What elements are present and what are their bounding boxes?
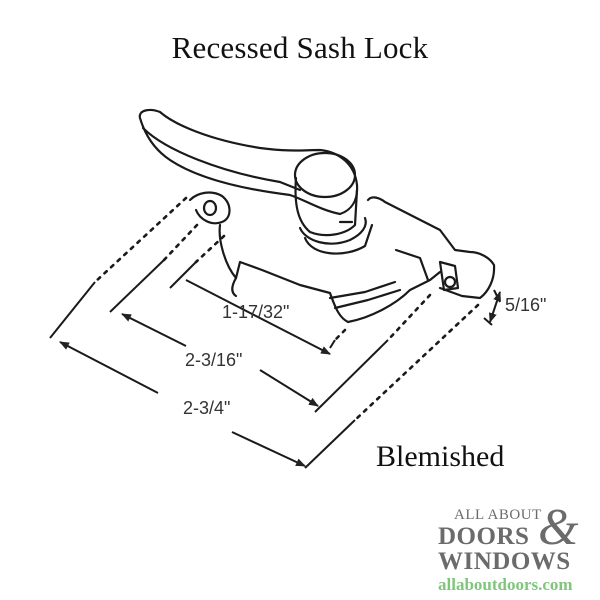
dimension-inner-length: 1-17/32" bbox=[222, 302, 290, 322]
dimension-height: 5/16" bbox=[505, 295, 547, 315]
logo-line-all-about: ALL ABOUT bbox=[454, 507, 542, 523]
logo-url: allaboutdoors.com bbox=[438, 575, 573, 594]
logo-line-doors: DOORS bbox=[438, 523, 530, 550]
brand-logo: ALL ABOUT DOORS & WINDOWS allaboutdoors.… bbox=[438, 502, 588, 594]
dimension-middle-length: 2-3/16" bbox=[185, 350, 243, 370]
condition-label: Blemished bbox=[376, 440, 505, 473]
logo-line-windows: WINDOWS bbox=[438, 548, 571, 575]
logo-ampersand: & bbox=[538, 499, 579, 556]
product-title: Recessed Sash Lock bbox=[171, 30, 429, 65]
lever-handle bbox=[138, 108, 359, 216]
dimension-outer-length: 2-3/4" bbox=[183, 398, 231, 418]
